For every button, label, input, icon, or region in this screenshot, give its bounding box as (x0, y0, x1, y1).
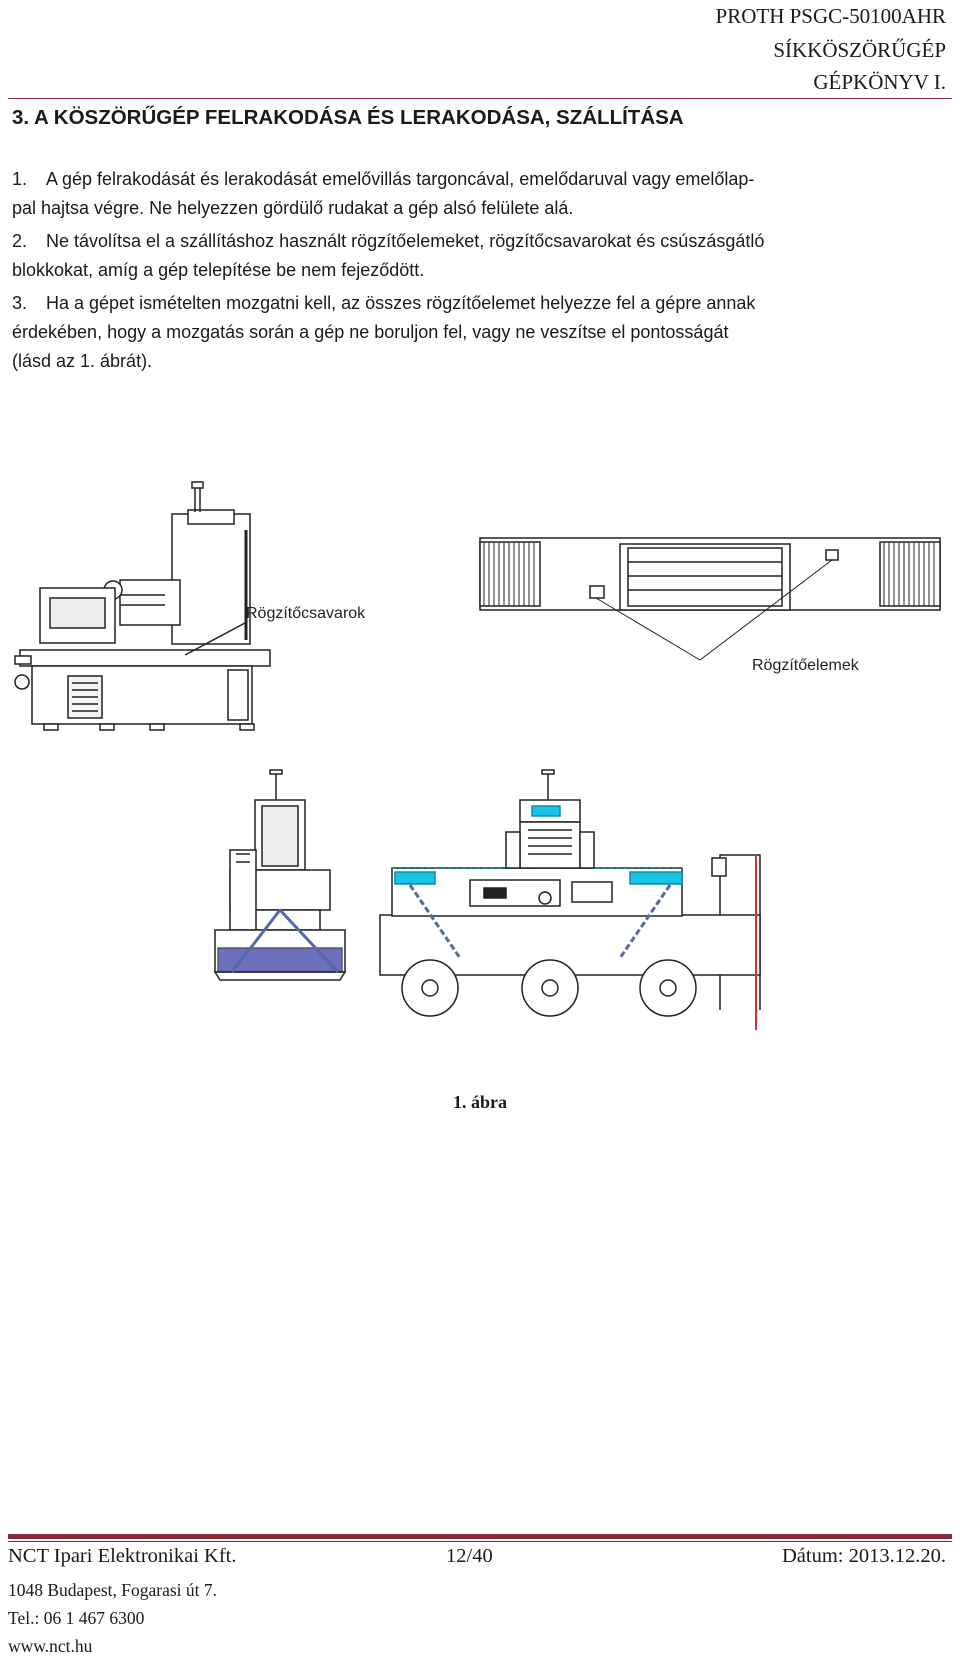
label-fixing-elements: Rögzítőelemek (752, 657, 860, 674)
list-item-line: érdekében, hogy a mozgatás során a gép n… (12, 322, 729, 342)
grinder-top-view-drawing (479, 537, 941, 661)
figure-caption: 1. ábra (453, 1092, 507, 1112)
footer-date: Dátum: 2013.12.20. (782, 1545, 946, 1567)
footer-company: NCT Ipari Elektronikai Kft. (8, 1545, 237, 1567)
list-item-line: Ne távolítsa el a szállításhoz használt … (46, 231, 765, 251)
footer-page-number: 12/40 (446, 1545, 493, 1567)
list-item-number: 2. (12, 231, 28, 251)
list-item-line: Ha a gépet ismételten mozgatni kell, az … (46, 293, 756, 313)
footer-phone: Tel.: 06 1 467 6300 (8, 1608, 145, 1628)
header-divider (8, 98, 952, 99)
footer-website[interactable]: www.nct.hu (8, 1636, 93, 1656)
header-manual-title: GÉPKÖNYV I. (813, 70, 946, 94)
footer-divider-thin (8, 1541, 952, 1542)
list-item-line: blokkokat, amíg a gép telepítése be nem … (12, 260, 425, 280)
header-model: PROTH PSGC-50100AHR (715, 4, 946, 28)
list-item-line: A gép felrakodását és lerakodását emelőv… (46, 169, 755, 189)
figure-1-machine-transport-drawing: Rögzítőcsavarok (14, 481, 941, 1030)
grinder-side-view-drawing (14, 481, 271, 731)
list-item-number: 1. (12, 169, 28, 189)
footer-divider-thick (8, 1534, 952, 1539)
list-item-number: 3. (12, 293, 28, 313)
grinder-pallet-front-view-drawing (213, 769, 347, 981)
list-item-line: pal hajtsa végre. Ne helyezzen gördülő r… (12, 198, 574, 218)
truck-transport-drawing (379, 769, 761, 1030)
header-machine-type: SÍKKÖSZÖRŰGÉP (773, 38, 946, 62)
label-fixing-bolts: Rögzítőcsavarok (246, 605, 366, 622)
list-item-line: (lásd az 1. ábrát). (12, 351, 153, 371)
footer-address: 1048 Budapest, Fogarasi út 7. (8, 1580, 218, 1600)
section-title: 3. A KÖSZÖRŰGÉP FELRAKODÁSA ÉS LERAKODÁS… (12, 106, 684, 129)
